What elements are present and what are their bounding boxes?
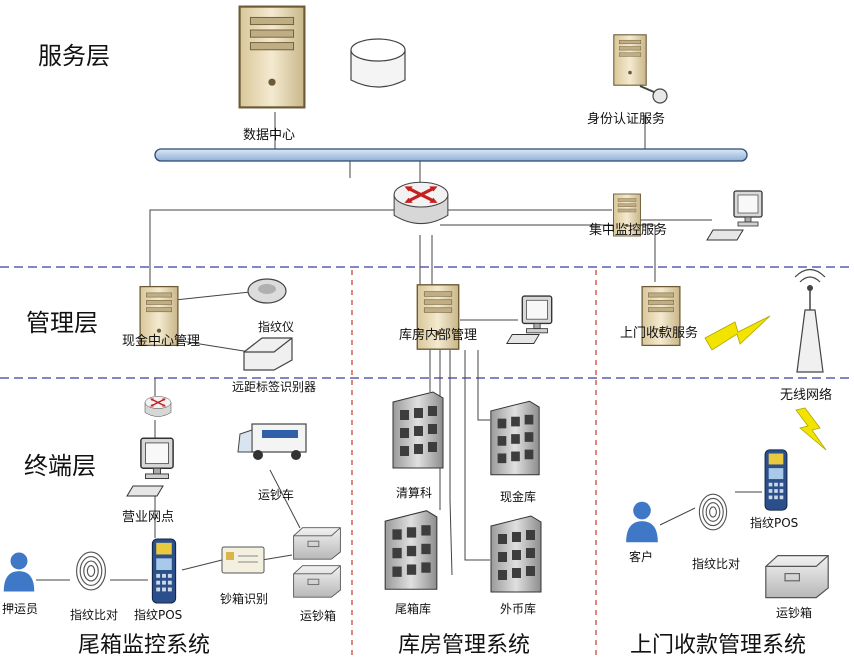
- fingerprint-pos-icon: [151, 538, 177, 604]
- label-cash-box: 运钞箱: [300, 609, 337, 623]
- label-escort: 押运员: [2, 602, 39, 616]
- layer-title-management: 管理层: [26, 309, 98, 337]
- database-icon: [350, 38, 406, 88]
- fingerprint-scanner-icon: [247, 278, 287, 304]
- cash-box-icon: [765, 554, 829, 599]
- outlet-router-icon: [144, 395, 172, 418]
- outlet-monitor-icon: [140, 437, 174, 480]
- label-cash-center-mgmt: 现金中心管理: [122, 334, 201, 349]
- fingerprint-icon: [698, 493, 728, 531]
- data-center-server-icon: [238, 5, 306, 109]
- label-wireless-network: 无线网络: [780, 388, 833, 403]
- label-identity-service: 身份认证服务: [587, 112, 666, 127]
- outlet-keyboard-icon: [126, 485, 164, 497]
- label-cash-truck: 运钞车: [258, 488, 295, 502]
- core-router-icon: [392, 180, 450, 226]
- escort-person-icon: [3, 552, 35, 592]
- cash-box-icon: [293, 527, 341, 560]
- label-fingerprint-compare: 指纹比对: [692, 557, 741, 571]
- cash-vault-building-icon: [490, 400, 540, 476]
- label-data-center: 数据中心: [243, 128, 296, 143]
- vault-monitor-icon: [521, 295, 553, 334]
- lightning-icon: [704, 315, 771, 351]
- fingerprint-pos-icon: [764, 449, 788, 511]
- label-clearing-dept: 清算科: [396, 486, 433, 500]
- identity-server-icon: [613, 34, 647, 86]
- keyboard-icon: [706, 229, 744, 241]
- clearing-building-icon: [392, 391, 444, 469]
- label-fingerprint-compare: 指纹比对: [70, 608, 119, 622]
- foreign-currency-building-icon: [490, 515, 542, 593]
- label-doorstep-collection: 上门收款服务: [620, 326, 699, 341]
- layer-title-service: 服务层: [38, 42, 110, 70]
- label-remote-tag-reader: 远距标签识别器: [232, 380, 317, 394]
- tag-reader-icon: [243, 337, 293, 371]
- customer-person-icon: [626, 501, 658, 543]
- label-cash-vault: 现金库: [500, 490, 537, 504]
- label-cash-box: 运钞箱: [776, 606, 813, 620]
- system-title-vault: 库房管理系统: [398, 633, 531, 658]
- lightning-icon: [795, 407, 827, 451]
- label-tail-box-vault: 尾箱库: [395, 602, 432, 616]
- tail-box-building-icon: [384, 510, 438, 590]
- label-fingerprint-device: 指纹仪: [258, 320, 295, 334]
- label-fingerprint-pos: 指纹POS: [134, 608, 183, 622]
- system-title-doorstep: 上门收款管理系统: [630, 633, 807, 658]
- label-central-monitor: 集中监控服务: [589, 223, 668, 238]
- label-business-outlet: 营业网点: [122, 510, 175, 525]
- label-foreign-currency-vault: 外币库: [500, 602, 537, 616]
- vault-keyboard-icon: [506, 334, 540, 344]
- backbone-bus: [154, 148, 748, 162]
- label-vault-internal-mgmt: 库房内部管理: [399, 328, 478, 343]
- id-card-icon: [221, 546, 265, 574]
- label-customer: 客户: [629, 550, 654, 564]
- cash-box-icon: [293, 565, 341, 598]
- layer-title-terminal: 终端层: [24, 452, 96, 480]
- label-fingerprint-pos: 指纹POS: [750, 516, 799, 530]
- label-box-identify: 钞箱识别: [220, 592, 269, 606]
- wireless-tower-icon: [794, 268, 826, 373]
- fingerprint-icon: [76, 551, 106, 591]
- key-icon: [639, 85, 668, 104]
- system-title-tail-box: 尾箱监控系统: [78, 633, 211, 658]
- cash-truck-icon: [237, 423, 307, 460]
- monitor-icon: [733, 190, 763, 227]
